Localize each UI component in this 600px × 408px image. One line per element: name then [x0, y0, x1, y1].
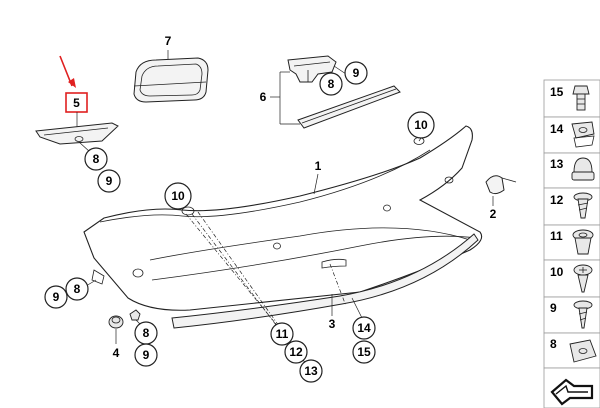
part-6-strip[interactable]: [297, 85, 401, 129]
bolt-icon: [572, 85, 590, 111]
part-1-bumper[interactable]: [83, 125, 483, 329]
callout-8-bracket[interactable]: 8: [328, 77, 335, 91]
callout-11[interactable]: 11: [276, 327, 289, 341]
callout-2[interactable]: 2: [490, 207, 497, 221]
sidebar-cell-11[interactable]: [543, 224, 600, 261]
callout-13[interactable]: 13: [304, 364, 318, 378]
callout-12[interactable]: 12: [289, 345, 303, 359]
callout-9-bottom[interactable]: 9: [143, 348, 150, 362]
sidebar-label-13: 13: [550, 157, 564, 171]
rivet-icon: [572, 229, 594, 255]
callout-1[interactable]: 1: [315, 159, 322, 173]
callout-circle-9-left[interactable]: [44, 285, 68, 309]
sidebar-label-11: 11: [550, 229, 563, 243]
callout-4[interactable]: 4: [113, 346, 120, 360]
cap-icon: [571, 157, 595, 181]
part-7-lamp[interactable]: [133, 57, 209, 103]
callout-8-left[interactable]: 8: [74, 282, 81, 296]
part-6-clip[interactable]: [287, 55, 337, 83]
callout-10-top[interactable]: 10: [414, 118, 428, 132]
plastic-screw-icon: [573, 264, 593, 293]
clip-nut-icon: [571, 121, 595, 148]
callout-circle-15[interactable]: [352, 340, 376, 364]
callout-8-bottom[interactable]: 8: [143, 326, 150, 340]
callout-10-left[interactable]: 10: [171, 189, 185, 203]
hardware-sidebar: 15 14 13 12 11 10 9 8: [543, 79, 600, 408]
nut-clip-icon: [569, 339, 597, 363]
callout-6[interactable]: 6: [260, 90, 267, 104]
callout-15[interactable]: 15: [357, 345, 371, 359]
sidebar-label-12: 12: [550, 193, 564, 207]
callout-circle-9-bracket[interactable]: [344, 61, 368, 85]
callout-circle-8-bracket[interactable]: [319, 72, 343, 96]
callout-14[interactable]: 14: [357, 321, 371, 335]
callout-circle-11[interactable]: [270, 322, 294, 346]
sidebar-cell-15[interactable]: [543, 79, 600, 118]
highlight-box[interactable]: [65, 92, 88, 113]
screw-icon: [573, 192, 593, 219]
callout-circle-8-top[interactable]: [84, 147, 108, 171]
callout-circle-14[interactable]: [352, 316, 376, 340]
callout-9-left[interactable]: 9: [53, 290, 60, 304]
direction-symbol-icon: [550, 378, 594, 406]
callout-9-top[interactable]: 9: [106, 174, 113, 188]
callout-circle-12[interactable]: [284, 340, 308, 364]
part-2-hook[interactable]: [485, 175, 517, 195]
sidebar-label-10: 10: [550, 265, 564, 279]
callout-circle-9-top[interactable]: [97, 169, 121, 193]
callout-circle-8-left[interactable]: [65, 277, 89, 301]
sheet-screw-icon: [573, 300, 593, 329]
callout-9-bracket[interactable]: 9: [353, 66, 360, 80]
callout-circle-10-left[interactable]: [164, 182, 192, 210]
callout-8-top[interactable]: 8: [93, 152, 100, 166]
sidebar-label-14: 14: [550, 122, 564, 136]
part-5-bracket[interactable]: [35, 112, 119, 153]
sidebar-label-15: 15: [550, 85, 564, 99]
callout-circle-9-bottom[interactable]: [134, 343, 158, 367]
callout-circle-13[interactable]: [299, 359, 323, 383]
highlight-arrow: [59, 55, 76, 88]
callout-3[interactable]: 3: [329, 317, 336, 331]
part-4-plug[interactable]: [108, 315, 124, 329]
sidebar-label-8: 8: [550, 337, 557, 351]
callout-7[interactable]: 7: [165, 34, 172, 48]
callout-5[interactable]: 5: [73, 96, 80, 110]
part-6-bracket-lines: [270, 71, 300, 125]
sidebar-label-9: 9: [550, 301, 557, 315]
